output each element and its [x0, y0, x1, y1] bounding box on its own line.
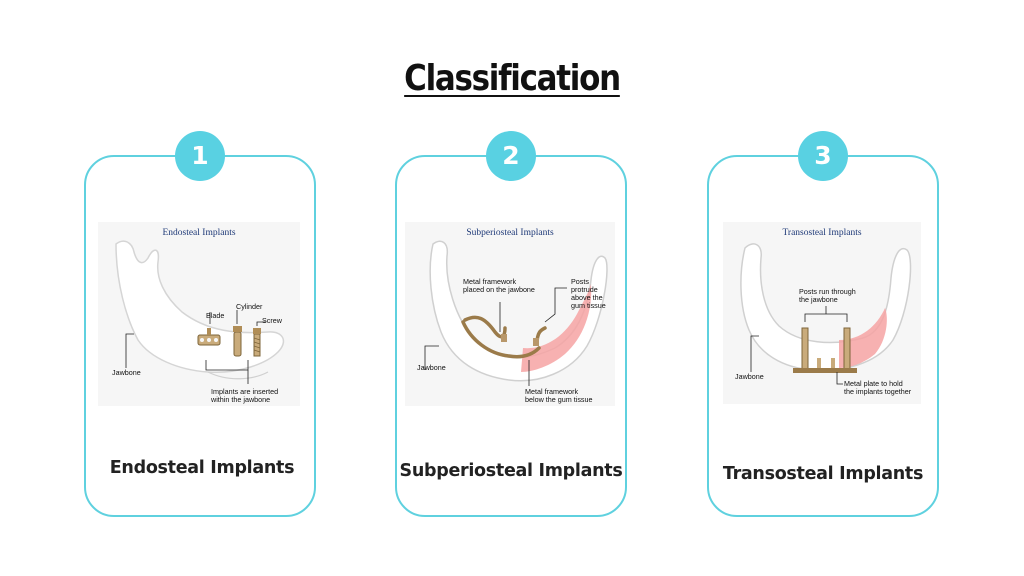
label-plate: the implants together: [844, 387, 912, 396]
label-plate: Metal plate to hold: [844, 379, 903, 388]
label-jawbone: Jawbone: [417, 363, 446, 372]
screw-implant: [253, 328, 261, 357]
label-posts: the jawbone: [799, 295, 838, 304]
label-posts: Posts run through: [799, 287, 856, 296]
card-number-badge: 2: [486, 131, 536, 181]
label-cylinder: Cylinder: [236, 302, 263, 311]
label-framework: placed on the jawbone: [463, 285, 535, 294]
endosteal-illustration: Endosteal Implants Cylinder Blade Screw: [98, 222, 300, 406]
label-posts: gum tissue: [571, 301, 606, 310]
transosteal-illustration: Transosteal Implants Posts run through t…: [723, 222, 921, 404]
label-screw: Screw: [262, 316, 283, 325]
jawbone-shape: [115, 240, 285, 373]
metal-plate: [793, 368, 857, 373]
label-jawbone: Jawbone: [735, 372, 764, 381]
blade-implant: [197, 328, 221, 346]
card-number-badge: 1: [175, 131, 225, 181]
label-posts: protrude: [571, 285, 598, 294]
card-number-badge: 3: [798, 131, 848, 181]
post-implant: [533, 338, 539, 346]
page-title: Classification: [404, 58, 621, 99]
label-blade: Blade: [206, 311, 224, 320]
figure-title: Endosteal Implants: [162, 228, 235, 238]
gum-tissue: [839, 308, 887, 368]
card-caption: Subperiosteal Implants: [399, 461, 623, 481]
label-note: Implants are inserted: [211, 387, 278, 396]
label-posts: Posts: [571, 277, 589, 286]
figure-title: Transosteal Implants: [782, 228, 861, 238]
label-framework-below: below the gum tissue: [525, 395, 593, 404]
card-caption: Endosteal Implants: [109, 458, 295, 478]
jawbone-inner-line: [207, 371, 269, 380]
cylinder-implant: [233, 326, 242, 357]
label-jawbone: Jawbone: [112, 368, 141, 377]
post-implant: [501, 334, 507, 342]
figure-title: Subperiosteal Implants: [466, 228, 554, 238]
subperiosteal-illustration: Subperiosteal Implants Metal framework p…: [405, 222, 615, 406]
card-caption: Transosteal Implants: [722, 464, 924, 484]
label-note: within the jawbone: [210, 395, 270, 404]
label-framework-below: Metal framework: [525, 387, 579, 396]
label-posts: above the: [571, 293, 603, 302]
label-framework: Metal framework: [463, 277, 517, 286]
